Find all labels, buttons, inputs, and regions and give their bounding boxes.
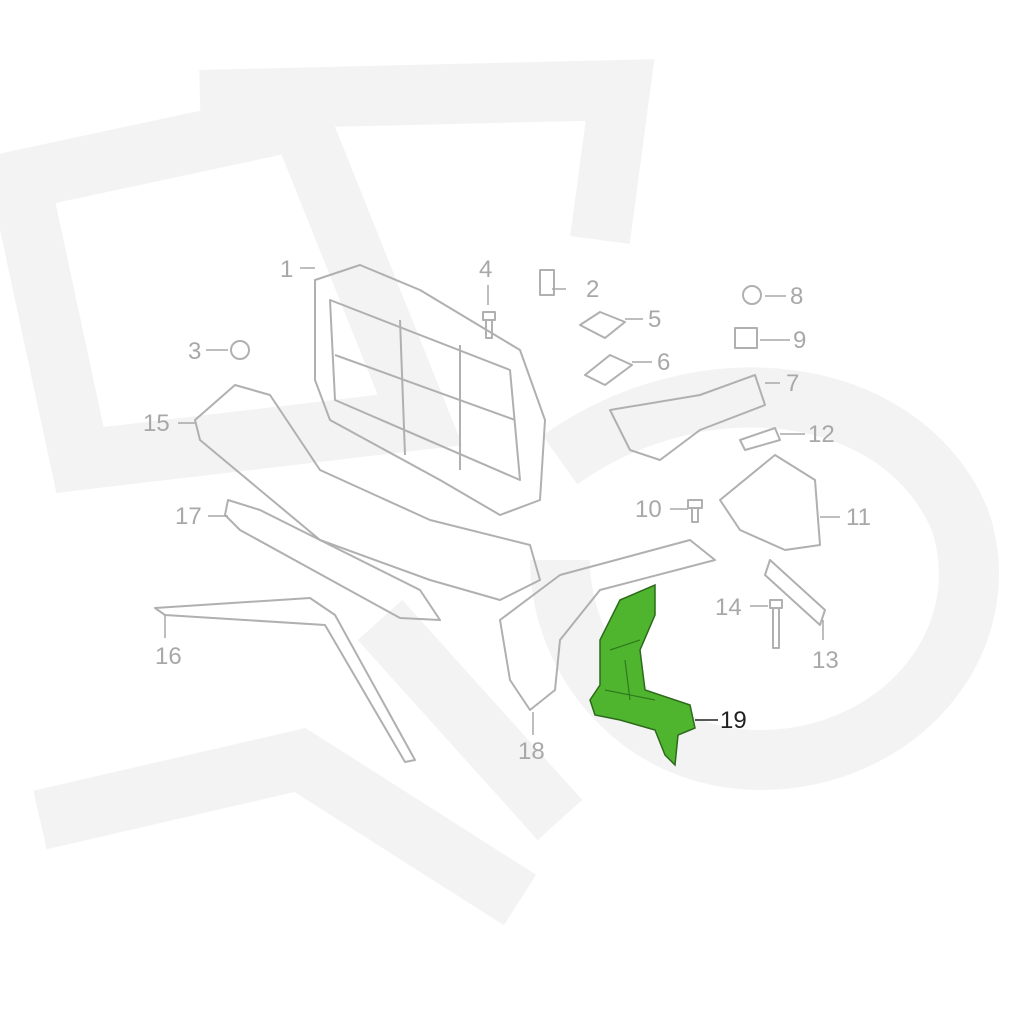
part-7-duct	[609, 374, 766, 461]
part-16-brace	[154, 597, 416, 763]
part-2-clip	[539, 269, 555, 296]
callout-5: 5	[648, 306, 662, 333]
part-13-strip	[764, 559, 826, 626]
callout-4: 4	[479, 256, 493, 283]
callout-17: 17	[175, 503, 202, 530]
part-8-clip	[742, 285, 762, 305]
part-9-nut	[734, 327, 758, 349]
leader-arrows	[164, 267, 840, 735]
part-17-bar	[224, 499, 441, 621]
callout-15: 15	[143, 410, 170, 437]
callout-18: 18	[518, 738, 545, 765]
callout-2: 2	[586, 276, 600, 303]
callout-12: 12	[808, 421, 835, 448]
callout-13: 13	[812, 647, 839, 674]
callout-8: 8	[790, 283, 804, 310]
part-outlines	[154, 264, 826, 763]
callout-6: 6	[657, 349, 671, 376]
callout-14: 14	[715, 594, 742, 621]
part-6-nut	[584, 354, 633, 386]
callout-10: 10	[635, 496, 662, 523]
callout-1: 1	[280, 256, 294, 283]
callout-3: 3	[188, 338, 202, 365]
part-4-bolt	[482, 311, 496, 339]
callout-16: 16	[155, 643, 182, 670]
part-1-frame	[314, 264, 546, 516]
part-5-nut	[579, 311, 626, 339]
callout-19-highlighted: 19	[720, 707, 747, 734]
part-3-clip	[230, 340, 250, 360]
part-19-highlighted	[589, 583, 696, 767]
part-10-bolt	[687, 499, 703, 523]
callout-9: 9	[793, 327, 807, 354]
part-15-beam	[194, 384, 541, 601]
callout-7: 7	[786, 370, 800, 397]
part-14-bolt	[769, 599, 783, 649]
part-12-clip	[739, 427, 781, 451]
watermark	[0, 59, 999, 926]
part-11-bracket	[719, 454, 821, 551]
callout-11: 11	[846, 504, 871, 531]
part-18-bracket	[499, 539, 716, 711]
